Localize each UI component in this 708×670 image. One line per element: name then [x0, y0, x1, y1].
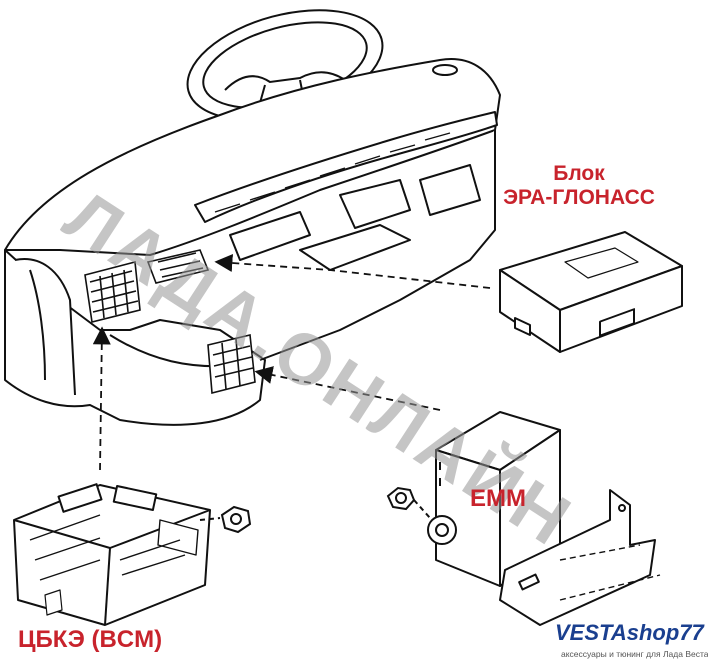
dashboard-body	[4, 58, 501, 426]
vestashop-logo: VESTAshop77 аксессуары и тюнинг для Лада…	[555, 620, 708, 666]
era-mount-module	[146, 249, 210, 284]
label-era-glonass-line2: ЭРА-ГЛОНАСС	[503, 186, 655, 210]
label-era-glonass: Блок ЭРА-ГЛОНАСС	[486, 162, 672, 210]
nut-bcm	[199, 505, 252, 534]
emm-box	[427, 411, 561, 587]
bcm-unit	[13, 483, 211, 626]
label-era-glonass-line1: Блок	[553, 162, 605, 185]
leader-arrows	[92, 254, 491, 471]
logo-name: VESTAshop77	[555, 620, 704, 645]
label-emm: EMM	[470, 485, 526, 512]
nut-emm	[386, 486, 431, 519]
fuse-box-left	[84, 260, 141, 323]
mounting-bracket	[499, 489, 661, 626]
logo-tagline: аксессуары и тюнинг для Лада Веста	[561, 649, 708, 659]
emm-mount-module	[207, 334, 256, 395]
label-bcm: ЦБКЭ (BCM)	[18, 626, 163, 653]
era-glonass-box	[499, 231, 683, 353]
